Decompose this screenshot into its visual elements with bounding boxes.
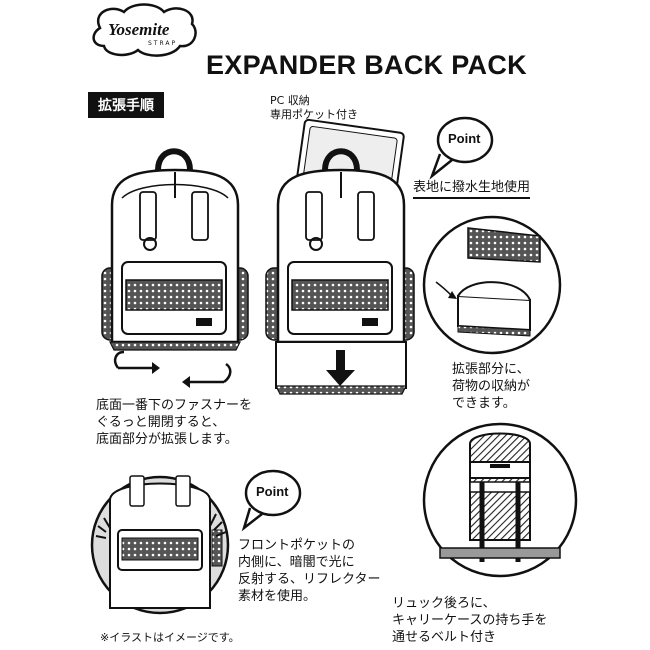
pc-caption-line-1: PC 収納 xyxy=(270,94,310,107)
brand-logo-text: Yosemite xyxy=(108,20,170,39)
expand-caption-line-3: できます。 xyxy=(452,396,516,411)
section-badge: 拡張手順 xyxy=(88,92,164,118)
backpack-closed-illustration xyxy=(101,148,249,388)
belt-caption-line-2: キャリーケースの持ち手を xyxy=(392,613,548,628)
back-belt-circle xyxy=(422,422,578,578)
reflector-caption-line-2: 内側に、暗闇で光に xyxy=(238,555,355,570)
zip-caption-line-1: 底面一番下のファスナーを xyxy=(96,398,253,413)
brand-logo-shape xyxy=(92,3,197,57)
zip-caption-line-2: ぐるっと開閉すると、 xyxy=(96,415,226,430)
expand-caption-line-1: 拡張部分に、 xyxy=(452,362,530,377)
zip-caption-line-3: 底面部分が拡張します。 xyxy=(96,432,238,447)
backpack-expanded-illustration xyxy=(265,118,415,395)
point-label-1: Point xyxy=(448,131,481,146)
belt-caption-line-3: 通せるベルト付き xyxy=(392,630,497,645)
belt-caption-line-1: リュック後ろに、 xyxy=(392,596,496,611)
disclaimer: ※イラストはイメージです。 xyxy=(100,631,240,644)
expand-caption-line-2: 荷物の収納が xyxy=(452,379,531,394)
front-pocket-circle xyxy=(90,475,230,615)
reflector-caption-line-1: フロントポケットの xyxy=(238,538,356,553)
fabric-caption: 表地に撥水生地使用 xyxy=(413,179,531,199)
point-label-2: Point xyxy=(256,484,289,499)
page-title: EXPANDER BACK PACK xyxy=(206,50,527,80)
expanded-bottom-circle xyxy=(422,215,562,355)
point-bubble-2 xyxy=(241,469,302,532)
pc-caption-line-2: 専用ポケット付き xyxy=(270,108,358,121)
point-bubble-1 xyxy=(429,116,494,180)
reflector-caption-line-4: 素材を使用。 xyxy=(238,589,317,604)
brand-logo-subtext: STRAP xyxy=(148,40,178,47)
reflector-caption-line-3: 反射する、リフレクター xyxy=(238,572,381,587)
